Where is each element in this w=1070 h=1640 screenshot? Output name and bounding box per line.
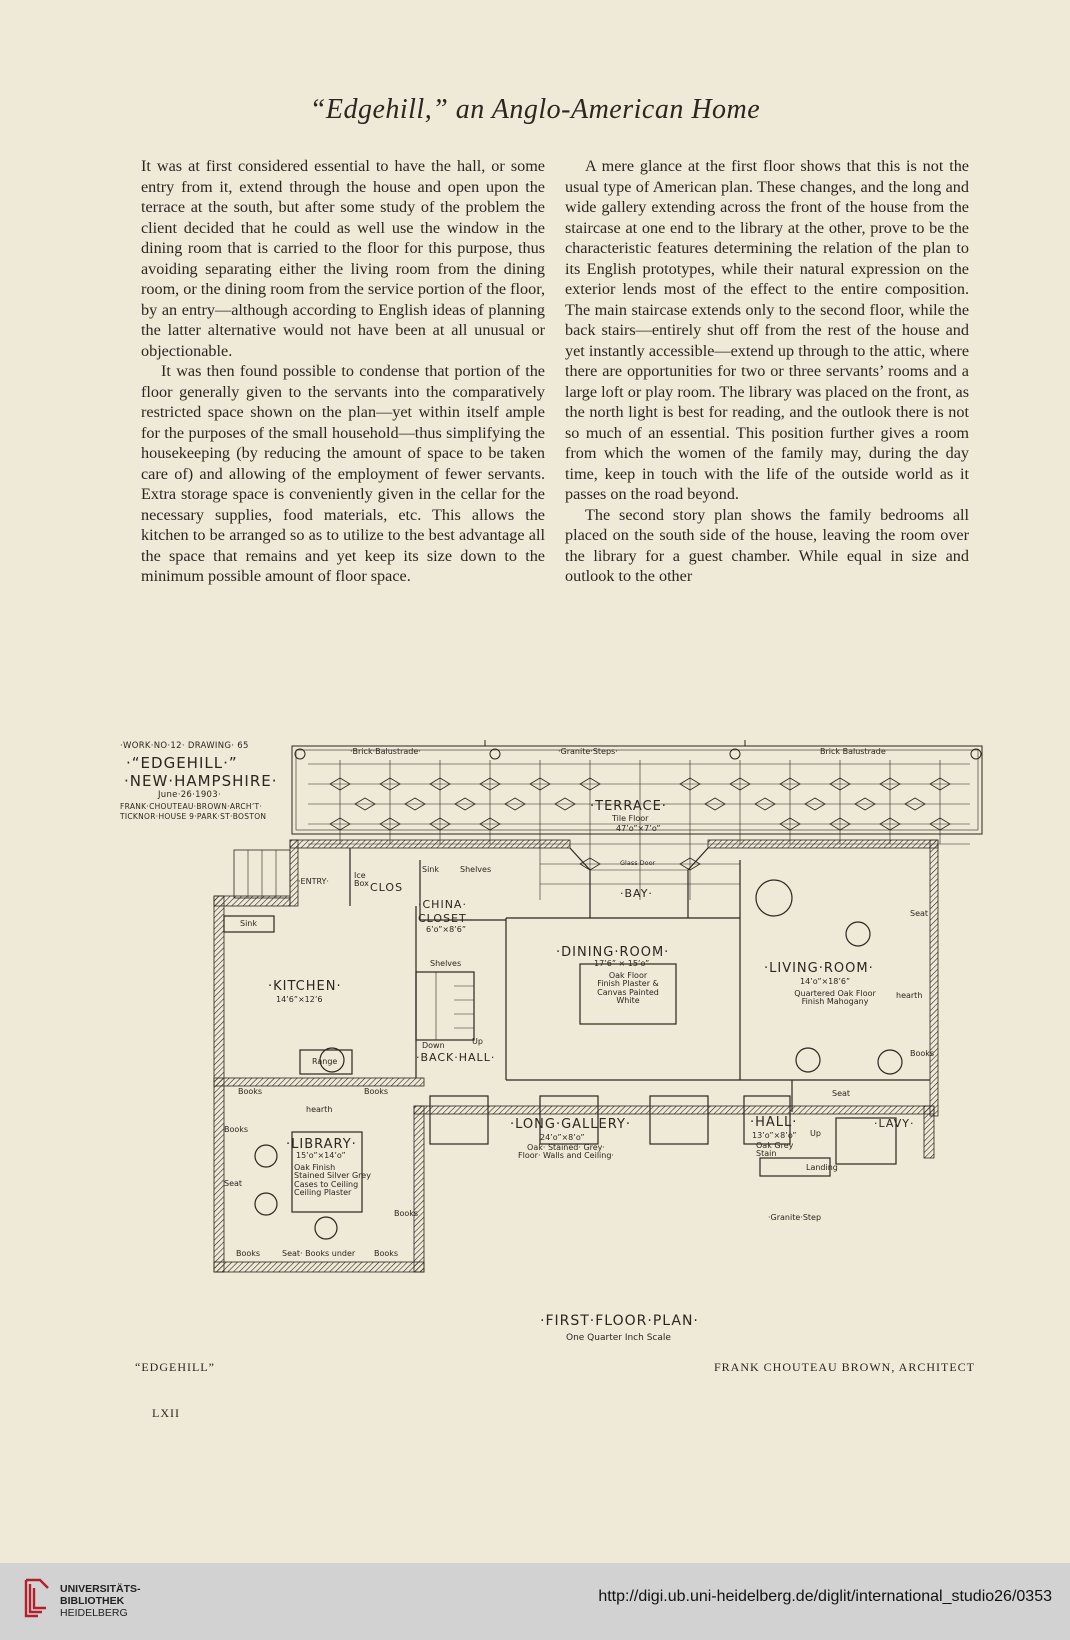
label-books-right: Books (910, 1049, 935, 1058)
label-living-size: 14’o”×18’6” (800, 977, 851, 986)
label-seat-hall: Seat (832, 1089, 851, 1098)
label-books-bottom1: Books (236, 1249, 261, 1258)
label-terrace-floor: Tile Floor (612, 814, 649, 823)
range (299, 1049, 353, 1075)
text-column-left: It was at first considered essential to … (141, 156, 545, 587)
kitchen-sink (223, 915, 275, 933)
paragraph: It was then found possible to condense t… (141, 362, 545, 585)
label-sink-kitchen: Sink (240, 919, 258, 928)
label-hall-notes: Oak Grey Stain (756, 1141, 794, 1159)
label-kitchen-size: 14’6”×12’6 (276, 995, 323, 1004)
label-dining-size: 17’6” × 15’o” (594, 959, 650, 968)
label-books-lib3: Books (224, 1125, 249, 1134)
label-books-lib4: Books (394, 1209, 419, 1218)
library-name-line: HEIDELBERG (60, 1607, 128, 1619)
label-back-hall: ·BACK·HALL· (416, 1051, 496, 1064)
page-title: “Edgehill,” an Anglo-American Home (309, 94, 761, 125)
label-books-lib2: Books (364, 1087, 389, 1096)
label-terrace: ·TERRACE· (590, 799, 667, 814)
title-block-work: ·WORK·NO·12· DRAWING· 65 (120, 741, 249, 751)
caption-left: “EDGEHILL” (135, 1360, 215, 1374)
label-down: Down (422, 1041, 445, 1050)
label-dining-room: ·DINING·ROOM· (556, 945, 670, 960)
back-stairs (415, 971, 475, 1041)
floor-plan: ·WORK·NO·12· DRAWING· 65 ·“EDGEHILL·” ·N… (120, 740, 1000, 1360)
floor-plan-drawing (213, 740, 983, 1273)
title-block-date: June·26·1903· (158, 790, 221, 800)
label-entry: ·ENTRY· (298, 877, 329, 886)
label-brick-balustrade-right: Brick Balustrade (820, 747, 886, 756)
label-library-size: 15’o”×14’o” (296, 1151, 346, 1160)
label-terrace-size: 47’o”×7’o” (616, 824, 661, 833)
label-library: ·LIBRARY· (286, 1137, 357, 1152)
label-plan-title: ·FIRST·FLOOR·PLAN· (540, 1313, 699, 1329)
label-china-closet: ·CHINA· CLOSET (418, 898, 467, 925)
library-name: UNIVERSITÄTS- BIBLIOTHEK HEIDELBERG (60, 1583, 141, 1619)
label-seat-lib: Seat (224, 1179, 243, 1188)
label-living-room: ·LIVING·ROOM· (764, 961, 874, 976)
footer-bar: UNIVERSITÄTS- BIBLIOTHEK HEIDELBERG http… (0, 1563, 1070, 1640)
library-name-line: UNIVERSITÄTS- (60, 1583, 141, 1595)
paragraph: The second story plan shows the family b… (565, 505, 969, 586)
label-books-lib1: Books (238, 1087, 263, 1096)
library-name-line: BIBLIOTHEK (60, 1595, 125, 1607)
granite-step-block (759, 1157, 831, 1177)
label-gallery-size: 24’o”×8’o” (540, 1133, 585, 1142)
caption-right: FRANK CHOUTEAU BROWN, ARCHITECT (713, 1360, 975, 1374)
label-seat-right: Seat (910, 909, 929, 918)
paragraph: It was at first considered essential to … (141, 157, 545, 360)
label-lavy: ·LAVY· (874, 1117, 915, 1130)
label-brick-balustrade-left: ·Brick·Balustrade· (350, 747, 421, 756)
label-range: Range (312, 1057, 338, 1066)
granite-steps-block (484, 740, 746, 747)
label-scale: One Quarter Inch Scale (566, 1333, 671, 1343)
label-living-notes: Quartered Oak Floor Finish Mahogany (794, 989, 876, 1007)
label-hearth-lib: hearth (306, 1105, 333, 1114)
library-table (291, 1131, 363, 1213)
label-up: Up (472, 1037, 483, 1046)
label-granite-step: ·Granite·Step (768, 1213, 822, 1222)
label-shelves-mid: Shelves (430, 959, 462, 968)
title-block-architect: FRANK·CHOUTEAU·BROWN·ARCH’T· (120, 802, 263, 811)
label-shelves-top: Shelves (460, 865, 492, 874)
label-kitchen: ·KITCHEN· (268, 979, 342, 994)
label-up-hall: Up (810, 1129, 821, 1138)
title-block-address: TICKNOR·HOUSE 9·PARK·ST·BOSTON (120, 812, 267, 821)
title-block-name: ·“EDGEHILL·” (126, 754, 238, 772)
text-column-right: A mere glance at the first floor shows t… (565, 156, 969, 587)
label-hearth-living: hearth (896, 991, 923, 1000)
source-url-link[interactable]: http://digi.ub.uni-heidelberg.de/diglit/… (598, 1588, 1052, 1605)
label-books-bottom2: Books (374, 1249, 399, 1258)
label-landing: Landing (806, 1163, 838, 1172)
label-gallery-notes: Oak· Stained· Grey· Floor· Walls and Cei… (518, 1143, 614, 1161)
label-bay: ·BAY· (620, 887, 653, 900)
label-hall: ·HALL· (750, 1115, 798, 1130)
dining-table (579, 963, 677, 1025)
label-ice-box: Ice Box (354, 871, 369, 889)
label-library-notes: Oak Finish Stained Silver Grey Cases to … (294, 1163, 371, 1198)
title-block-state: ·NEW·HAMPSHIRE· (124, 772, 278, 790)
label-hall-size: 13’o”×8’o” (752, 1131, 797, 1140)
label-seat-bottom: Seat· Books under (282, 1249, 356, 1258)
paragraph: A mere glance at the first floor shows t… (565, 157, 969, 503)
label-dining-notes: Oak Floor Finish Plaster & Canvas Painte… (597, 971, 659, 1006)
library-logo-icon (24, 1578, 49, 1618)
label-granite-steps: ·Granite·Steps· (558, 747, 618, 756)
hall-stair (835, 1117, 897, 1165)
label-sink-top: Sink (422, 865, 440, 874)
label-china-size: 6’o”×8’6” (426, 925, 466, 934)
label-long-gallery: ·LONG·GALLERY· (510, 1117, 632, 1132)
label-clos: CLOS (370, 881, 404, 894)
page-folio: LXII (152, 1406, 180, 1420)
label-glass-door: Glass Door (620, 859, 656, 867)
